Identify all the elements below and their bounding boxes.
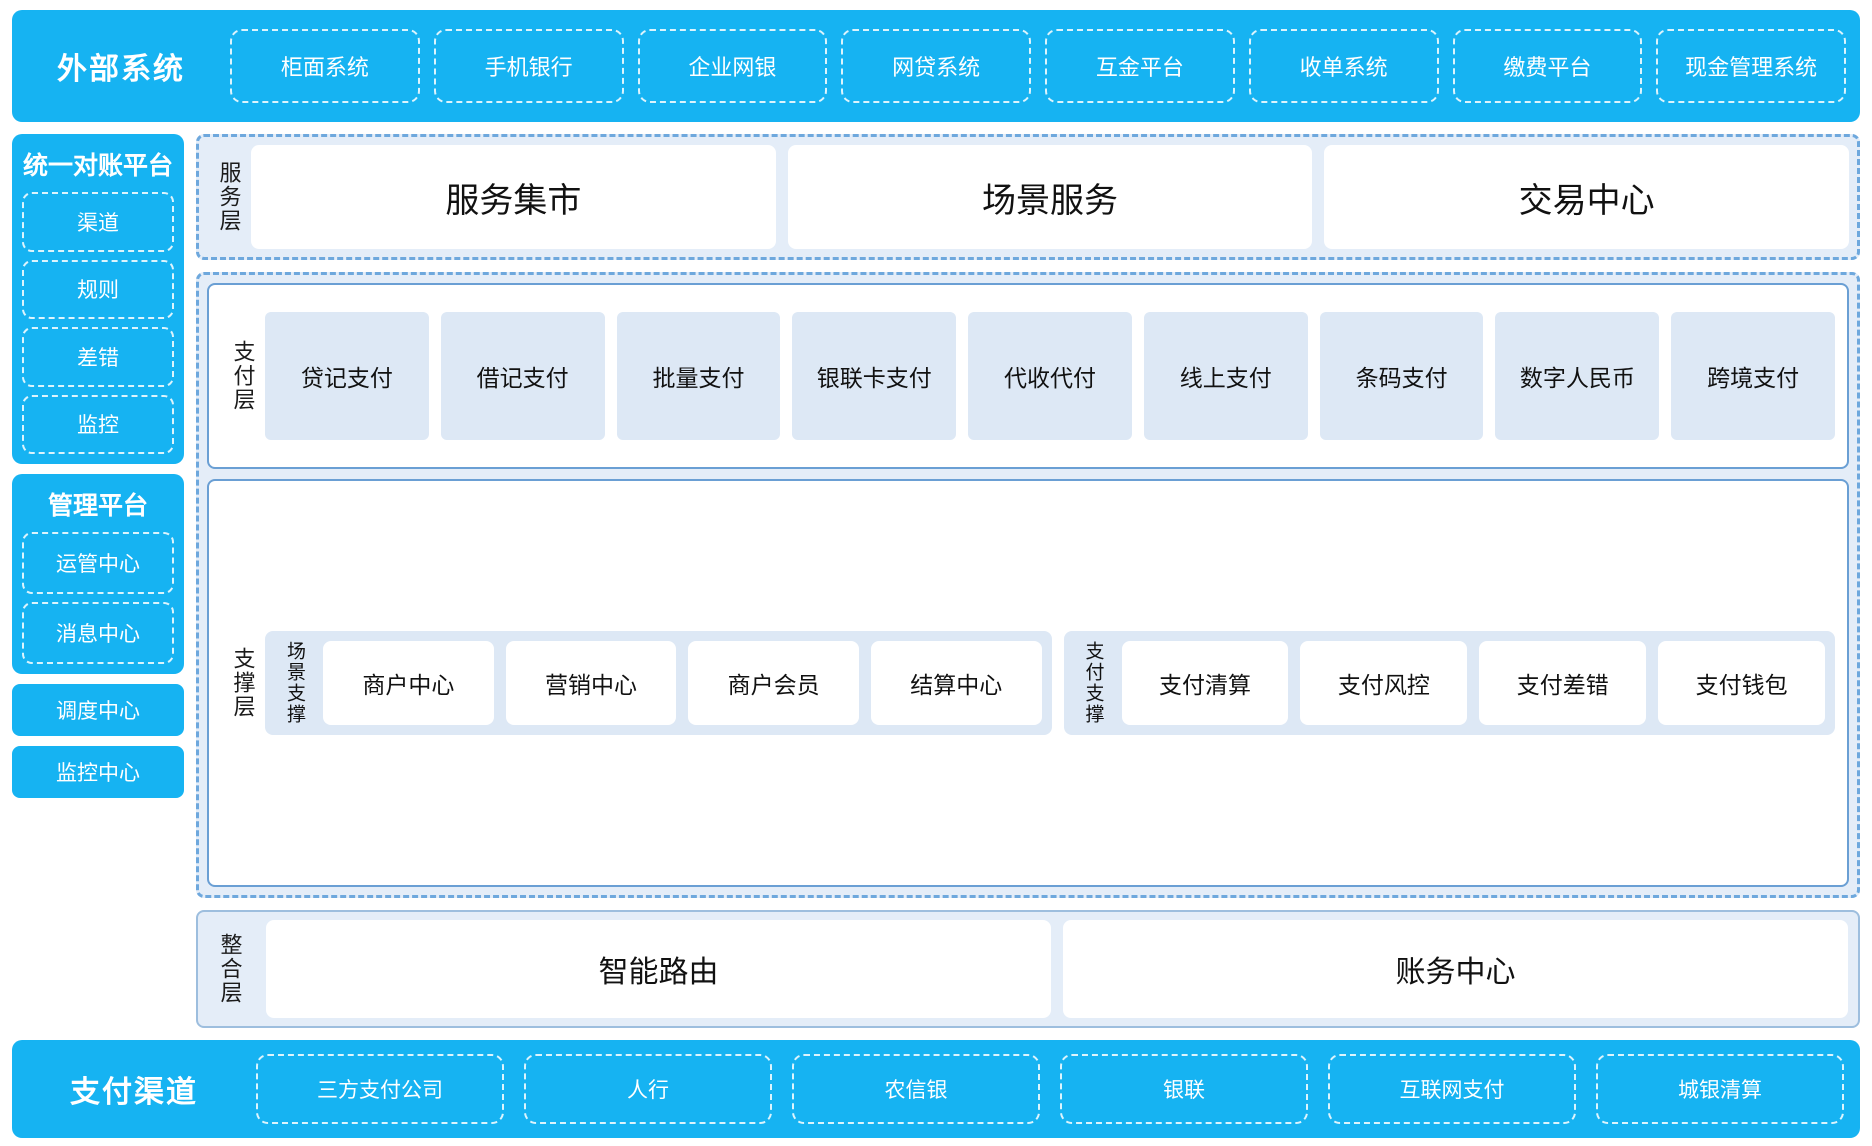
channel-chip-city-bank-clearing[interactable]: 城银清算 — [1596, 1054, 1844, 1124]
scene-support-label: 场景支撑 — [283, 641, 305, 725]
reconciliation-platform-title: 统一对账平台 — [22, 152, 173, 180]
payment-tile-cross-border[interactable]: 跨境支付 — [1671, 312, 1836, 440]
payment-support-tiles: 支付清算 支付风控 支付差错 支付钱包 — [1121, 641, 1826, 725]
management-platform-panel: 管理平台 运管中心 消息中心 — [12, 474, 184, 674]
reconciliation-item-channel[interactable]: 渠道 — [22, 192, 174, 252]
external-systems-bar: 外部系统 柜面系统 手机银行 企业网银 网贷系统 互金平台 收单系统 缴费平台 … — [12, 10, 1860, 122]
payment-support-label: 支付支撑 — [1082, 641, 1104, 725]
payment-channels-title: 支付渠道 — [70, 1076, 198, 1109]
paysup-tile-wallet[interactable]: 支付钱包 — [1658, 641, 1826, 725]
payment-channels-bar: 支付渠道 三方支付公司 人行 农信银 银联 互联网支付 城银清算 — [12, 1040, 1860, 1138]
payment-tile-debit[interactable]: 借记支付 — [440, 312, 605, 440]
integration-layer-label: 整合层 — [217, 933, 243, 1005]
paysup-tile-error-handling[interactable]: 支付差错 — [1479, 641, 1647, 725]
reconciliation-item-error[interactable]: 差错 — [22, 327, 174, 387]
reconciliation-item-rule[interactable]: 规则 — [22, 259, 174, 319]
reconciliation-platform-panel: 统一对账平台 渠道 规则 差错 监控 — [12, 134, 184, 464]
payment-channels-chips: 三方支付公司 人行 农信银 银联 互联网支付 城银清算 — [256, 1054, 1844, 1124]
scene-tile-merchant-member[interactable]: 商户会员 — [688, 641, 859, 725]
support-layer: 支撑层 场景支撑 商户中心 营销中心 商户会员 结算中心 — [207, 479, 1849, 887]
external-system-chip-5[interactable]: 互金平台 — [1045, 29, 1235, 103]
payment-tile-barcode[interactable]: 条码支付 — [1319, 312, 1484, 440]
external-system-chip-1[interactable]: 柜面系统 — [230, 29, 420, 103]
external-system-chip-3[interactable]: 企业网银 — [637, 29, 828, 103]
service-layer-cards: 服务集市 场景服务 交易中心 — [251, 145, 1850, 249]
service-card-transaction[interactable]: 交易中心 — [1324, 145, 1850, 249]
service-layer: 服务层 服务集市 场景服务 交易中心 — [196, 134, 1860, 260]
scene-support-group: 场景支撑 商户中心 营销中心 商户会员 结算中心 — [265, 631, 1052, 735]
service-card-marketplace[interactable]: 服务集市 — [251, 145, 776, 249]
service-card-scenario[interactable]: 场景服务 — [787, 145, 1313, 249]
integration-card-accounting-center[interactable]: 账务中心 — [1063, 920, 1848, 1018]
channel-chip-pboc[interactable]: 人行 — [524, 1054, 772, 1124]
management-item-ops-center[interactable]: 运管中心 — [22, 532, 174, 594]
integration-layer-cards: 智能路由 账务中心 — [266, 920, 1848, 1018]
core-layers-wrapper: 支付层 贷记支付 借记支付 批量支付 银联卡支付 代收代付 线上支付 条码支付 … — [196, 272, 1860, 898]
payment-tile-batch[interactable]: 批量支付 — [616, 312, 781, 440]
management-item-message-center[interactable]: 消息中心 — [22, 602, 174, 664]
channel-chip-internet-payment[interactable]: 互联网支付 — [1328, 1054, 1576, 1124]
layer-stack: 服务层 服务集市 场景服务 交易中心 支付层 贷记支付 借记支付 批量 — [196, 134, 1860, 1028]
scene-support-tiles: 商户中心 营销中心 商户会员 结算中心 — [323, 641, 1042, 725]
service-layer-label: 服务层 — [216, 161, 242, 233]
payment-layer: 支付层 贷记支付 借记支付 批量支付 银联卡支付 代收代付 线上支付 条码支付 … — [207, 283, 1849, 469]
payment-tile-unionpay-card[interactable]: 银联卡支付 — [792, 312, 957, 440]
support-layer-groups: 场景支撑 商户中心 营销中心 商户会员 结算中心 支付支撑 支付清算 — [265, 631, 1835, 735]
payment-support-group: 支付支撑 支付清算 支付风控 支付差错 支付钱包 — [1063, 631, 1835, 735]
scene-tile-marketing-center[interactable]: 营销中心 — [505, 641, 677, 725]
channel-chip-unionpay[interactable]: 银联 — [1060, 1054, 1308, 1124]
support-layer-label: 支撑层 — [230, 647, 256, 719]
service-layer-row: 服务层 服务集市 场景服务 交易中心 — [207, 145, 1850, 249]
integration-layer: 整合层 智能路由 账务中心 — [196, 910, 1860, 1028]
payment-tile-credit[interactable]: 贷记支付 — [265, 312, 429, 440]
payment-tile-digital-rmb[interactable]: 数字人民币 — [1495, 312, 1660, 440]
paysup-tile-clearing[interactable]: 支付清算 — [1121, 641, 1289, 725]
external-system-chip-6[interactable]: 收单系统 — [1248, 29, 1439, 103]
scheduling-center-block[interactable]: 调度中心 — [12, 684, 184, 736]
payment-tile-collection-payment[interactable]: 代收代付 — [968, 312, 1132, 440]
channel-chip-rcc[interactable]: 农信银 — [792, 1054, 1040, 1124]
payment-layer-label: 支付层 — [230, 340, 256, 412]
reconciliation-item-monitor[interactable]: 监控 — [22, 394, 174, 454]
external-system-chip-4[interactable]: 网贷系统 — [841, 29, 1031, 103]
payment-layer-tiles: 贷记支付 借记支付 批量支付 银联卡支付 代收代付 线上支付 条码支付 数字人民… — [265, 312, 1836, 440]
integration-card-smart-routing[interactable]: 智能路由 — [266, 920, 1051, 1018]
channel-chip-third-party[interactable]: 三方支付公司 — [256, 1054, 504, 1124]
external-system-chip-8[interactable]: 现金管理系统 — [1656, 29, 1846, 103]
left-rail: 统一对账平台 渠道 规则 差错 监控 管理平台 运管中心 消息中心 调度中心 监… — [12, 134, 184, 1028]
external-system-chip-7[interactable]: 缴费平台 — [1452, 29, 1643, 103]
middle-region: 统一对账平台 渠道 规则 差错 监控 管理平台 运管中心 消息中心 调度中心 监… — [12, 134, 1860, 1028]
external-systems-title: 外部系统 — [57, 53, 185, 86]
paysup-tile-risk-control[interactable]: 支付风控 — [1300, 641, 1468, 725]
external-systems-chips: 柜面系统 手机银行 企业网银 网贷系统 互金平台 收单系统 缴费平台 现金管理系… — [230, 29, 1846, 103]
scene-tile-settlement-center[interactable]: 结算中心 — [870, 641, 1042, 725]
payment-tile-online[interactable]: 线上支付 — [1143, 312, 1308, 440]
monitoring-center-block[interactable]: 监控中心 — [12, 746, 184, 798]
management-platform-title: 管理平台 — [47, 492, 148, 520]
scene-tile-merchant-center[interactable]: 商户中心 — [323, 641, 494, 725]
external-system-chip-2[interactable]: 手机银行 — [433, 29, 624, 103]
